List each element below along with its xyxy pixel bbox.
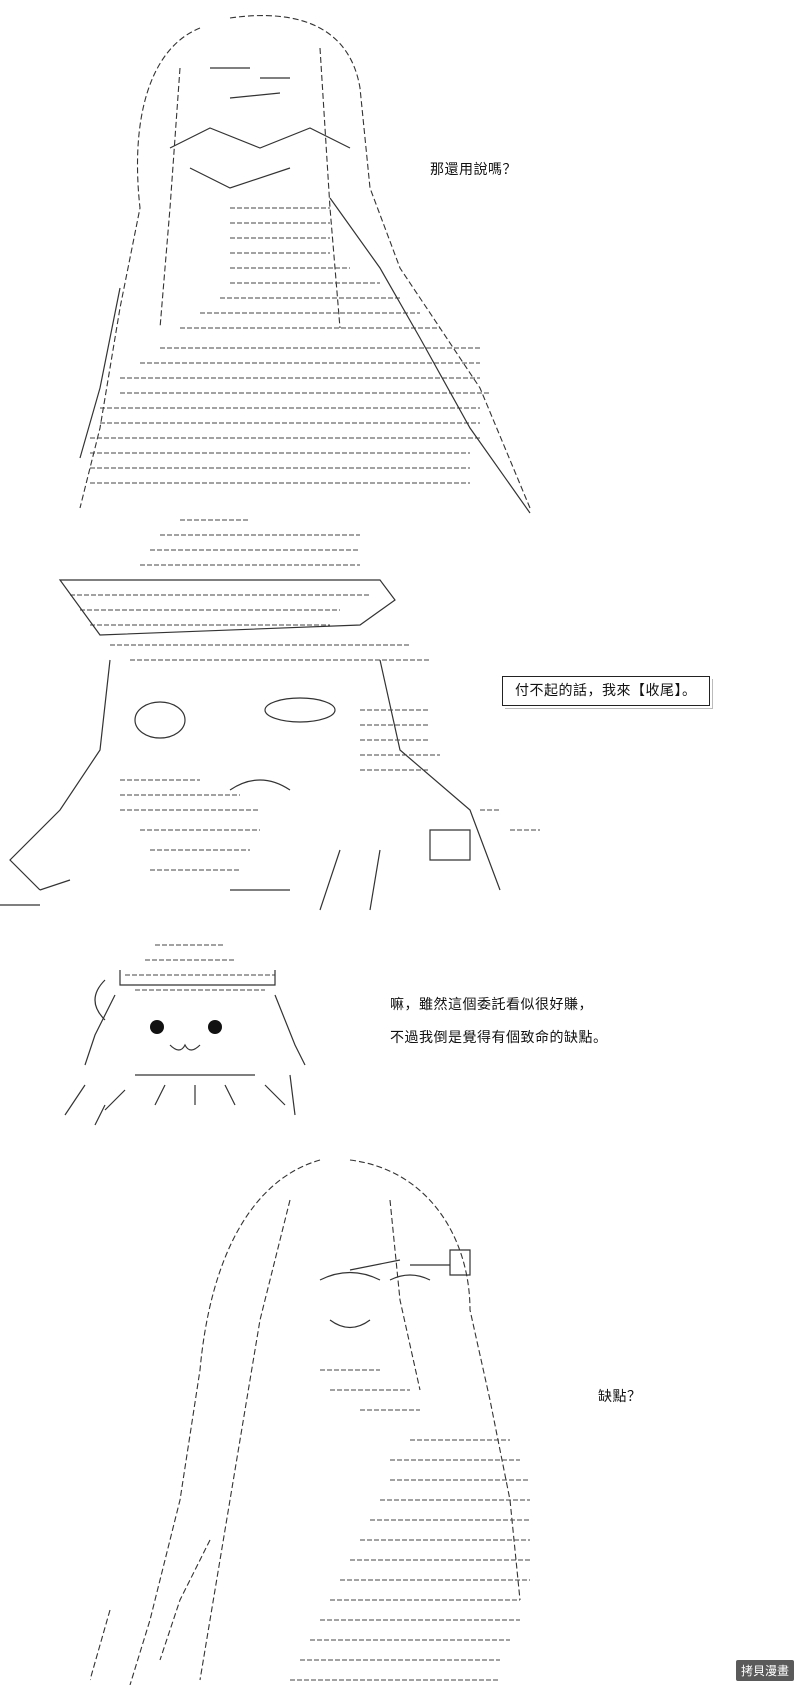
dialog-box: 付不起的話，我來【收尾】。 bbox=[502, 676, 710, 706]
panel-4: 缺點？ bbox=[0, 1140, 800, 1687]
watermark: 拷貝漫畫 bbox=[735, 1660, 794, 1681]
ascii-art-girl-closeup bbox=[90, 1140, 570, 1685]
dialog-line: 缺點？ bbox=[598, 1389, 642, 1405]
dialog-line: 那還用說嗎？ bbox=[430, 162, 517, 178]
panel-1: 那還用說嗎？ bbox=[0, 0, 800, 530]
panel-2: 付不起的話，我來【收尾】。 bbox=[0, 510, 800, 930]
ascii-art-chibi-character bbox=[35, 935, 315, 1135]
dialog-line-2: 不過我倒是覺得有個致命的缺點。 bbox=[390, 1030, 608, 1046]
ascii-art-girl-long-hair bbox=[60, 8, 560, 523]
dialog-line-1: 嘛，雖然這個委託看似很好賺， bbox=[390, 997, 593, 1013]
ascii-art-man-with-hat bbox=[0, 510, 560, 920]
panel-3: 嘛，雖然這個委託看似很好賺， 不過我倒是覺得有個致命的缺點。 bbox=[0, 935, 800, 1135]
